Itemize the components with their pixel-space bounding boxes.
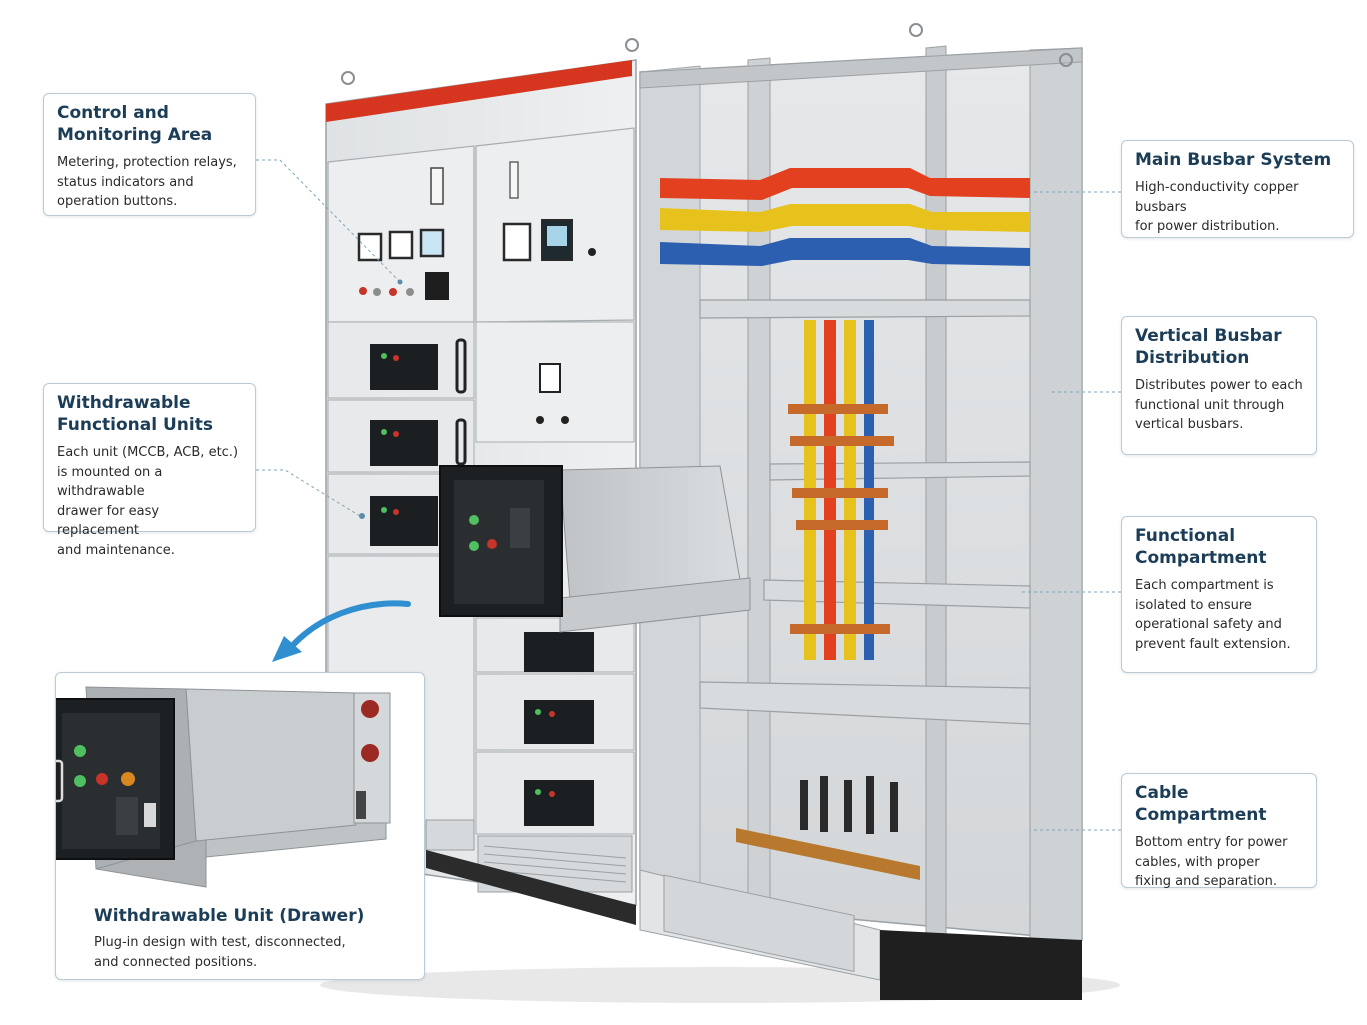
callout-title: Main Busbar System: [1135, 149, 1340, 171]
callout-withdrawable-unit-drawer: Withdrawable Unit (Drawer) Plug-in desig…: [55, 672, 425, 980]
callout-body-line: fixing and separation.: [1135, 874, 1278, 889]
callout-title: Withdrawable Functional Units: [57, 392, 242, 436]
analog-meter-icon: [357, 228, 449, 300]
callout-body-line: drawer for easy replacement: [57, 503, 160, 539]
callout-vertical-busbar-distribution: Vertical Busbar Distribution Distributes…: [1121, 316, 1317, 455]
callout-body: Each unit (MCCB, ACB, etc.) is mounted o…: [57, 443, 242, 560]
callout-body-line: Each compartment is: [1135, 578, 1274, 593]
callout-body-line: Distributes power to each: [1135, 378, 1303, 393]
leader-line: [256, 159, 1121, 831]
callout-title: Withdrawable Unit (Drawer): [94, 905, 414, 927]
callout-body: Plug-in design with test, disconnected, …: [94, 933, 414, 972]
callout-main-busbar-system: Main Busbar System High-conductivity cop…: [1121, 140, 1354, 238]
callout-title-line: Cable Compartment: [1135, 783, 1267, 825]
callout-body: Bottom entry for power cables, with prop…: [1135, 833, 1303, 892]
callout-title-line: Compartment: [1135, 548, 1267, 568]
callout-cable-compartment: Cable Compartment Bottom entry for power…: [1121, 773, 1317, 889]
callout-body-line: cables, with proper: [1135, 854, 1260, 870]
callout-body-line: prevent fault extension.: [1135, 636, 1291, 652]
callout-title: Functional Compartment: [1135, 525, 1303, 569]
callout-control-monitoring: Control and Monitoring Area Metering, pr…: [43, 93, 256, 216]
cabinet-top-trim: [326, 60, 632, 122]
extended-drawer: [439, 465, 751, 633]
callout-title: Cable Compartment: [1135, 782, 1303, 826]
callout-body-line: High-conductivity copper busbars: [1135, 180, 1299, 215]
main-busbars: [660, 168, 1030, 266]
drawer-text: Withdrawable Unit (Drawer) Plug-in desig…: [94, 905, 414, 972]
callout-body: Metering, protection relays, status indi…: [57, 153, 242, 212]
callout-body: Each compartment is isolated to ensure o…: [1135, 576, 1303, 654]
callout-title-line: Distribution: [1135, 348, 1250, 368]
callout-body-line: for power distribution.: [1135, 219, 1280, 234]
callout-body-line: and connected positions.: [94, 954, 258, 970]
callout-title-line: Withdrawable: [57, 393, 191, 413]
callout-functional-compartment: Functional Compartment Each compartment …: [1121, 516, 1317, 673]
callout-body-line: operation buttons.: [57, 194, 178, 209]
cable-compartment-art: [639, 776, 1082, 1000]
drawer-detail-illustration: [56, 686, 391, 888]
callout-body-line: isolated to ensure: [1135, 597, 1252, 613]
callout-body-line: Plug-in design with test, disconnected,: [94, 935, 346, 950]
callout-body-line: is mounted on a withdrawable: [57, 464, 163, 500]
callout-body-line: vertical busbars.: [1135, 417, 1244, 432]
callout-title-line: Vertical Busbar: [1135, 326, 1282, 346]
callout-body-line: operational safety and: [1135, 617, 1282, 632]
curved-arrow-icon: [272, 600, 411, 662]
callout-body-line: Each unit (MCCB, ACB, etc.): [57, 445, 239, 460]
vertical-busbars: [788, 320, 894, 660]
callout-body-line: and maintenance.: [57, 542, 175, 558]
callout-body-line: functional unit through: [1135, 397, 1285, 413]
callout-title-line: Withdrawable Unit (Drawer): [94, 906, 365, 926]
callout-body-line: Metering, protection relays,: [57, 155, 237, 170]
callout-withdrawable-functional-units: Withdrawable Functional Units Each unit …: [43, 383, 256, 558]
callout-body: Distributes power to each functional uni…: [1135, 376, 1303, 435]
callout-title-line: Monitoring Area: [57, 125, 213, 145]
callout-body-line: status indicators and: [57, 174, 194, 190]
callout-body: High-conductivity copper busbars for pow…: [1135, 178, 1340, 237]
callout-title-line: Functional Units: [57, 415, 213, 435]
callout-title-line: Functional: [1135, 526, 1236, 546]
callout-title: Control and Monitoring Area: [57, 102, 242, 146]
callout-title: Vertical Busbar Distribution: [1135, 325, 1303, 369]
callout-body-line: Bottom entry for power: [1135, 835, 1288, 850]
indicator-lamp-icon: [359, 287, 414, 296]
callout-title-line: Control and: [57, 103, 169, 123]
callout-title-line: Main Busbar System: [1135, 150, 1332, 170]
